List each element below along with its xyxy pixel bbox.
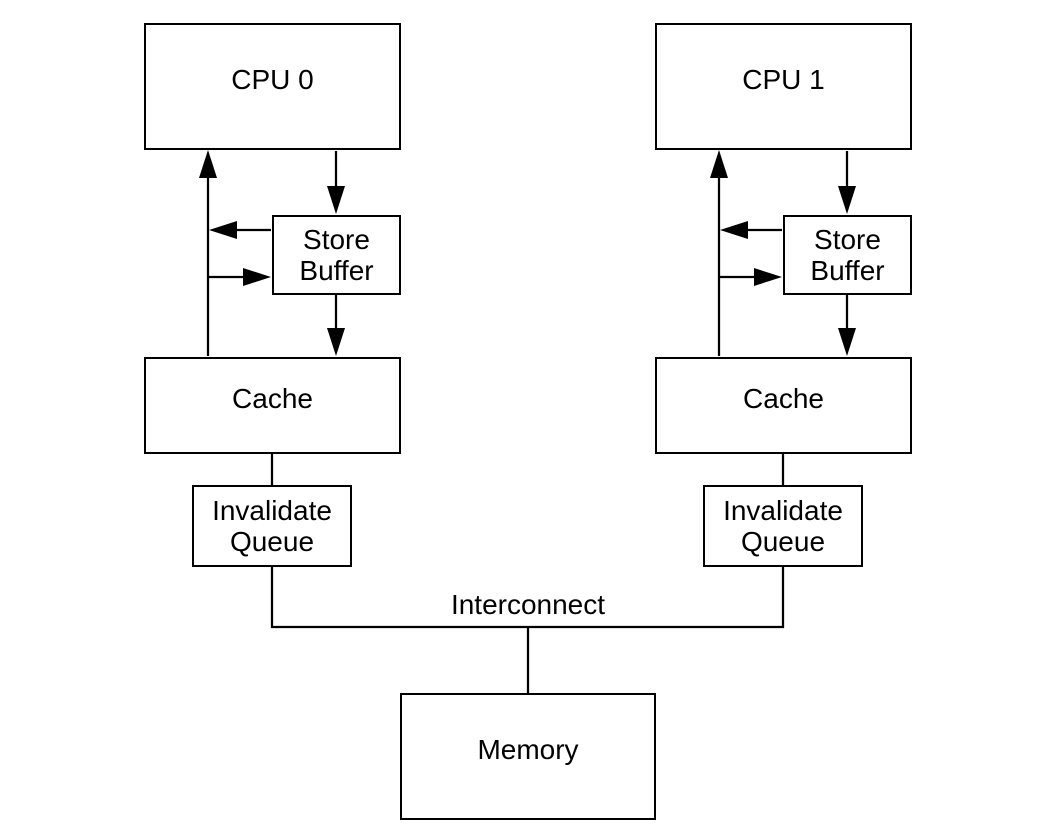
node-cpu0-label: CPU 0 [231, 63, 314, 95]
path1-to-storebuffer1-arrowhead [754, 268, 782, 286]
storebuffer0-to-cache0-arrowhead [327, 328, 345, 356]
node-invalidate-queue0-label: Invalidate Queue [212, 494, 332, 557]
storebuffer1-to-cache1-arrowhead [838, 328, 856, 356]
node-cpu1-label: CPU 1 [742, 63, 825, 95]
edge-cpu1-to-storebuffer1 [838, 151, 856, 214]
node-invalidate-queue1-label: Invalidate Queue [723, 494, 843, 557]
node-memory-label: Memory [477, 733, 579, 765]
node-store-buffer0: Store Buffer [272, 215, 401, 295]
node-memory: Memory [400, 693, 656, 820]
interconnect-label: Interconnect [450, 589, 606, 620]
node-store-buffer0-label: Store Buffer [299, 223, 374, 286]
edge-storebuffer1-to-cache1 [838, 295, 856, 356]
path0-to-storebuffer0-arrowhead [243, 268, 271, 286]
cpu0-to-storebuffer0-arrowhead [327, 186, 345, 214]
edge-path0-to-storebuffer0 [209, 268, 271, 286]
node-invalidate-queue1: Invalidate Queue [703, 485, 863, 567]
node-cache1-label: Cache [743, 382, 824, 414]
storebuffer0-to-path0-arrowhead [209, 221, 237, 239]
edge-cache0-to-cpu0 [199, 150, 217, 356]
node-invalidate-queue0: Invalidate Queue [192, 485, 352, 567]
node-cache0: Cache [144, 357, 401, 454]
edge-path1-to-storebuffer1 [720, 268, 782, 286]
node-cache0-label: Cache [232, 382, 313, 414]
storebuffer1-to-path1-arrowhead [720, 221, 748, 239]
cache0-to-cpu0-arrowhead [199, 150, 217, 178]
node-cpu0: CPU 0 [144, 23, 401, 150]
node-cpu1: CPU 1 [655, 23, 912, 150]
edge-cpu0-to-storebuffer0 [327, 151, 345, 214]
edge-cache1-to-cpu1 [710, 150, 728, 356]
cpu1-to-storebuffer1-arrowhead [838, 186, 856, 214]
edge-storebuffer0-to-path0 [209, 221, 271, 239]
node-store-buffer1-label: Store Buffer [810, 223, 885, 286]
node-store-buffer1: Store Buffer [783, 215, 912, 295]
edge-storebuffer0-to-cache0 [327, 295, 345, 356]
node-cache1: Cache [655, 357, 912, 454]
edge-storebuffer1-to-path1 [720, 221, 782, 239]
cache1-to-cpu1-arrowhead [710, 150, 728, 178]
